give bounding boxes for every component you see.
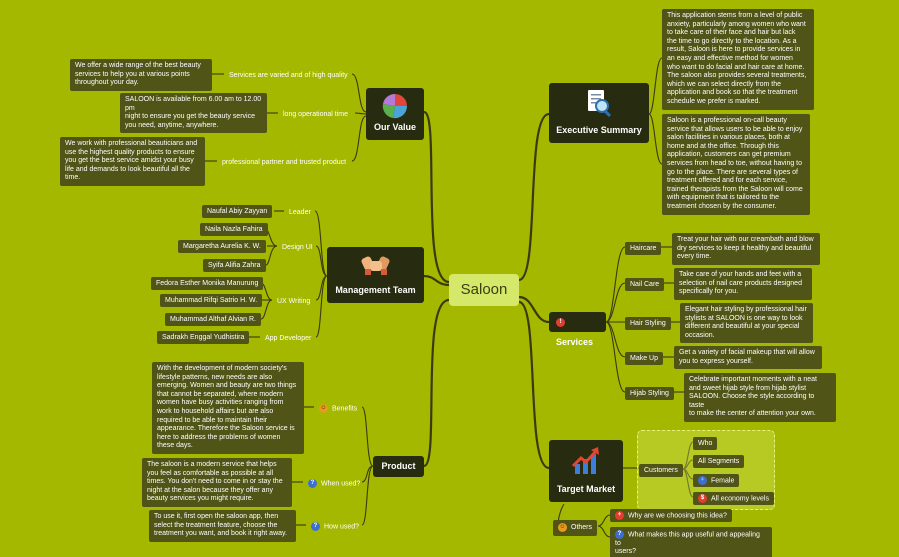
product-item-detail[interactable]: With the development of modern society's…	[152, 362, 304, 454]
wire-services-1	[605, 246, 626, 323]
team-group-app-developer[interactable]: App Developer	[265, 335, 312, 342]
wire-root-summary	[518, 112, 550, 282]
others-item[interactable]: ?What makes this app useful and appealin…	[610, 527, 772, 557]
main-topic-label: Executive Summary	[556, 125, 642, 135]
main-topic-label: Product	[381, 461, 416, 471]
main-topic-label: Management Team	[335, 285, 416, 295]
services-item-hair-styling[interactable]: Hair Styling	[625, 317, 671, 330]
wire-team-m7	[260, 299, 273, 320]
smile-icon: ☺	[558, 522, 567, 532]
wire-others-1	[597, 514, 611, 527]
wire-others-2	[597, 525, 611, 538]
product-item-detail[interactable]: To use it, first open the saloon app, th…	[149, 510, 296, 542]
wire-root-services	[518, 295, 550, 324]
services-item-detail[interactable]: Celebrate important moments with a neat …	[684, 373, 836, 422]
wire-team-dev	[315, 275, 328, 338]
services-item-nail-care[interactable]: Nail Care	[625, 278, 665, 291]
wire-root-market	[518, 300, 550, 470]
question-icon: ?	[311, 522, 320, 531]
summary-detail[interactable]: Saloon is a professional on-call beauty …	[662, 114, 810, 215]
smile-icon: ☺	[319, 404, 328, 413]
team-member[interactable]: Syifa Alifia Zahra	[203, 259, 266, 272]
question-icon: ?	[308, 479, 317, 488]
main-topic-executive-summary[interactable]: Executive Summary	[549, 83, 649, 143]
product-item-when-used[interactable]: ?When used?	[303, 477, 365, 490]
wire-team-design	[315, 245, 328, 277]
services-item-detail[interactable]: Treat your hair with our creambath and b…	[672, 233, 820, 265]
wire-product-benefits	[361, 406, 374, 467]
question-icon: ?	[615, 530, 624, 539]
document-magnifier-icon	[588, 90, 612, 118]
main-topic-label: Target Market	[556, 484, 616, 494]
wire-value-2	[354, 112, 367, 115]
value-item-label[interactable]: long operational time	[283, 111, 348, 118]
customer-item-economy[interactable]: $All economy levels	[693, 492, 774, 506]
main-topic-label: Our Value	[373, 122, 417, 132]
team-member[interactable]: Naila Nazla Fahira	[200, 223, 268, 236]
value-item-label[interactable]: professional partner and trusted product	[222, 159, 347, 166]
product-item-detail[interactable]: The saloon is a modern service that help…	[142, 458, 292, 507]
services-item-haircare[interactable]: Haircare	[625, 242, 662, 255]
product-item-how-used[interactable]: ?How used?	[306, 520, 364, 533]
person-icon: ♀	[698, 476, 707, 485]
value-item-detail[interactable]: SALOON is available from 6.00 am to 12.0…	[120, 93, 267, 134]
wire-services-4	[605, 321, 626, 358]
wire-value-3	[351, 115, 367, 162]
services-item-make-up[interactable]: Make Up	[625, 352, 664, 365]
main-topic-management-team[interactable]: Management Team	[327, 247, 424, 303]
pie-chart-icon	[382, 93, 408, 119]
team-group-design-ui[interactable]: Design UI	[282, 244, 313, 251]
team-member[interactable]: Sadrakh Enggal Yudhistira	[157, 331, 250, 344]
wire-team-leader	[314, 210, 328, 277]
wire-product-how	[361, 465, 374, 526]
main-topic-label: Services	[556, 337, 594, 347]
services-item-hijab-styling[interactable]: Hijab Styling	[625, 387, 674, 400]
main-topic-our-value[interactable]: Our Value	[366, 88, 424, 140]
others-item[interactable]: +Why are we choosing this idea?	[610, 509, 732, 523]
growth-chart-icon	[571, 447, 599, 474]
main-topic-services[interactable]: ! Services	[549, 312, 606, 347]
services-item-detail[interactable]: Get a variety of facial makeup that will…	[674, 346, 822, 370]
customer-item[interactable]: All Segments	[693, 455, 745, 468]
wire-root-product	[422, 298, 450, 468]
value-item-detail[interactable]: We work with professional beauticians an…	[60, 137, 205, 186]
value-item-label[interactable]: Services are varied and of high quality	[229, 72, 348, 79]
market-customers[interactable]: Customers	[639, 464, 683, 477]
main-topic-product[interactable]: Product	[373, 456, 424, 477]
customer-item-female[interactable]: ♀Female	[693, 474, 740, 488]
wire-root-value	[422, 110, 450, 284]
main-topic-target-market[interactable]: Target Market	[549, 440, 623, 502]
team-group-ux-writing[interactable]: UX Writing	[277, 298, 311, 305]
wire-team-m4	[265, 245, 278, 266]
team-member[interactable]: Naufal Abiy Zayyan	[202, 205, 273, 218]
summary-detail[interactable]: This application stems from a level of p…	[662, 9, 814, 110]
alert-icon: !	[556, 318, 565, 328]
team-member[interactable]: Fedora Esther Monika Manurung	[151, 277, 264, 290]
wire-services-5	[605, 321, 626, 393]
product-item-benefits[interactable]: ☺Benefits	[319, 404, 358, 413]
value-item-detail[interactable]: We offer a wide range of the best beauty…	[70, 59, 212, 91]
wire-services-2	[605, 282, 626, 323]
services-item-detail[interactable]: Take care of your hands and feet with a …	[674, 268, 812, 300]
wire-root-team	[423, 274, 450, 287]
plus-icon: +	[615, 511, 624, 520]
wire-value-1	[351, 73, 367, 113]
handshake-icon	[360, 256, 390, 275]
customer-item[interactable]: Who	[693, 437, 718, 450]
money-icon: $	[698, 494, 707, 503]
services-item-detail[interactable]: Elegant hair styling by professional hai…	[680, 303, 813, 344]
root-topic[interactable]: Saloon	[449, 274, 519, 306]
wire-summary-2	[648, 113, 663, 165]
team-member[interactable]: Margaretha Aurelia K. W.	[178, 240, 266, 253]
team-group-leader[interactable]: Leader	[289, 209, 311, 216]
team-member[interactable]: Muhammad Rifqi Satrio H. W.	[160, 294, 263, 307]
market-others[interactable]: ☺Others	[553, 520, 598, 536]
wire-summary-1	[648, 57, 663, 115]
wire-cust-4	[682, 468, 694, 498]
team-member[interactable]: Muhammad Althaf Alvian R.	[165, 313, 261, 326]
